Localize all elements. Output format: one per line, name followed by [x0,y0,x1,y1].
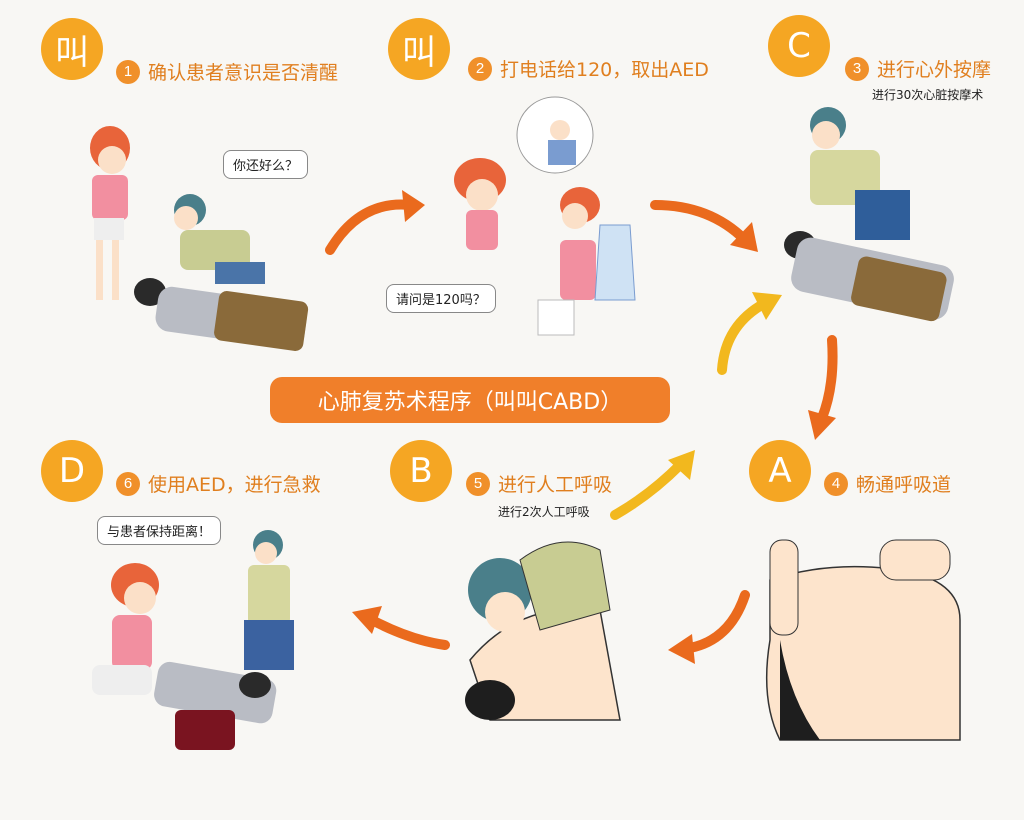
bubble-call-120: 请问是120吗？ [386,284,496,313]
step5-heading: 5 进行人工呼吸 [466,470,612,497]
arrow-4-to-5 [685,590,750,653]
step3-number: 3 [845,56,869,81]
arrow-1-to-2-head [402,190,425,222]
scene5-illustration [465,541,621,721]
step1-badge: 叫 [41,18,103,80]
step2-number: 2 [468,56,492,81]
step6-label: 使用AED，进行急救 [148,474,321,496]
step1-heading: 1 确认患者意识是否清醒 [116,58,338,85]
arrow-yellow-top [717,298,770,375]
step1-number: 1 [116,59,140,84]
arrow-3-to-4-head [808,410,836,440]
scene6-illustration [92,530,294,750]
step5-sub: 进行2次人工呼吸 [498,505,590,519]
step6-heading: 6 使用AED，进行急救 [116,470,321,497]
arrow-3-to-4 [817,335,838,423]
arrow-1-to-2 [325,199,415,255]
scene3-illustration [784,107,954,322]
arrow-4-to-5-head [668,634,695,664]
step3-sub: 进行30次心脏按摩术 [872,88,984,102]
step3-heading: 3 进行心外按摩 [845,55,991,82]
step2-heading: 2 打电话给120，取出AED [468,55,709,82]
scene4-illustration [765,539,961,741]
scene1-illustration [90,126,309,352]
step4-heading: 4 畅通呼吸道 [824,470,951,497]
step6-badge: D [41,440,103,502]
step1-label: 确认患者意识是否清醒 [148,62,339,84]
bubble-are-you-ok: 你还好么？ [223,150,309,179]
arrow-5-to-6-head [352,606,382,634]
bubble-keep-distance: 与患者保持距离！ [97,516,222,545]
step4-label: 畅通呼吸道 [856,474,952,496]
step6-number: 6 [116,471,140,496]
step2-label: 打电话给120，取出AED [500,59,709,81]
arrow-yellow-top-head [752,292,782,320]
step5-label: 进行人工呼吸 [498,474,613,496]
step3-label: 进行心外按摩 [877,59,992,81]
arrow-2-to-3 [650,200,750,245]
step5-number: 5 [466,471,490,496]
cpr-title-banner: 心肺复苏术程序（叫叫CABD） [270,377,670,423]
step4-number: 4 [824,471,848,496]
arrow-2-to-3-head [730,222,758,252]
step4-badge: A [749,440,811,502]
scene2-illustration [454,96,636,336]
arrow-5-to-6 [367,615,450,650]
step3-badge: C [768,15,830,77]
step5-badge: B [390,440,452,502]
step2-badge: 叫 [388,18,450,80]
flow-arrows [325,190,838,664]
arrow-yellow-bottom-head [668,450,695,480]
arrow-yellow-bottom [610,460,685,520]
